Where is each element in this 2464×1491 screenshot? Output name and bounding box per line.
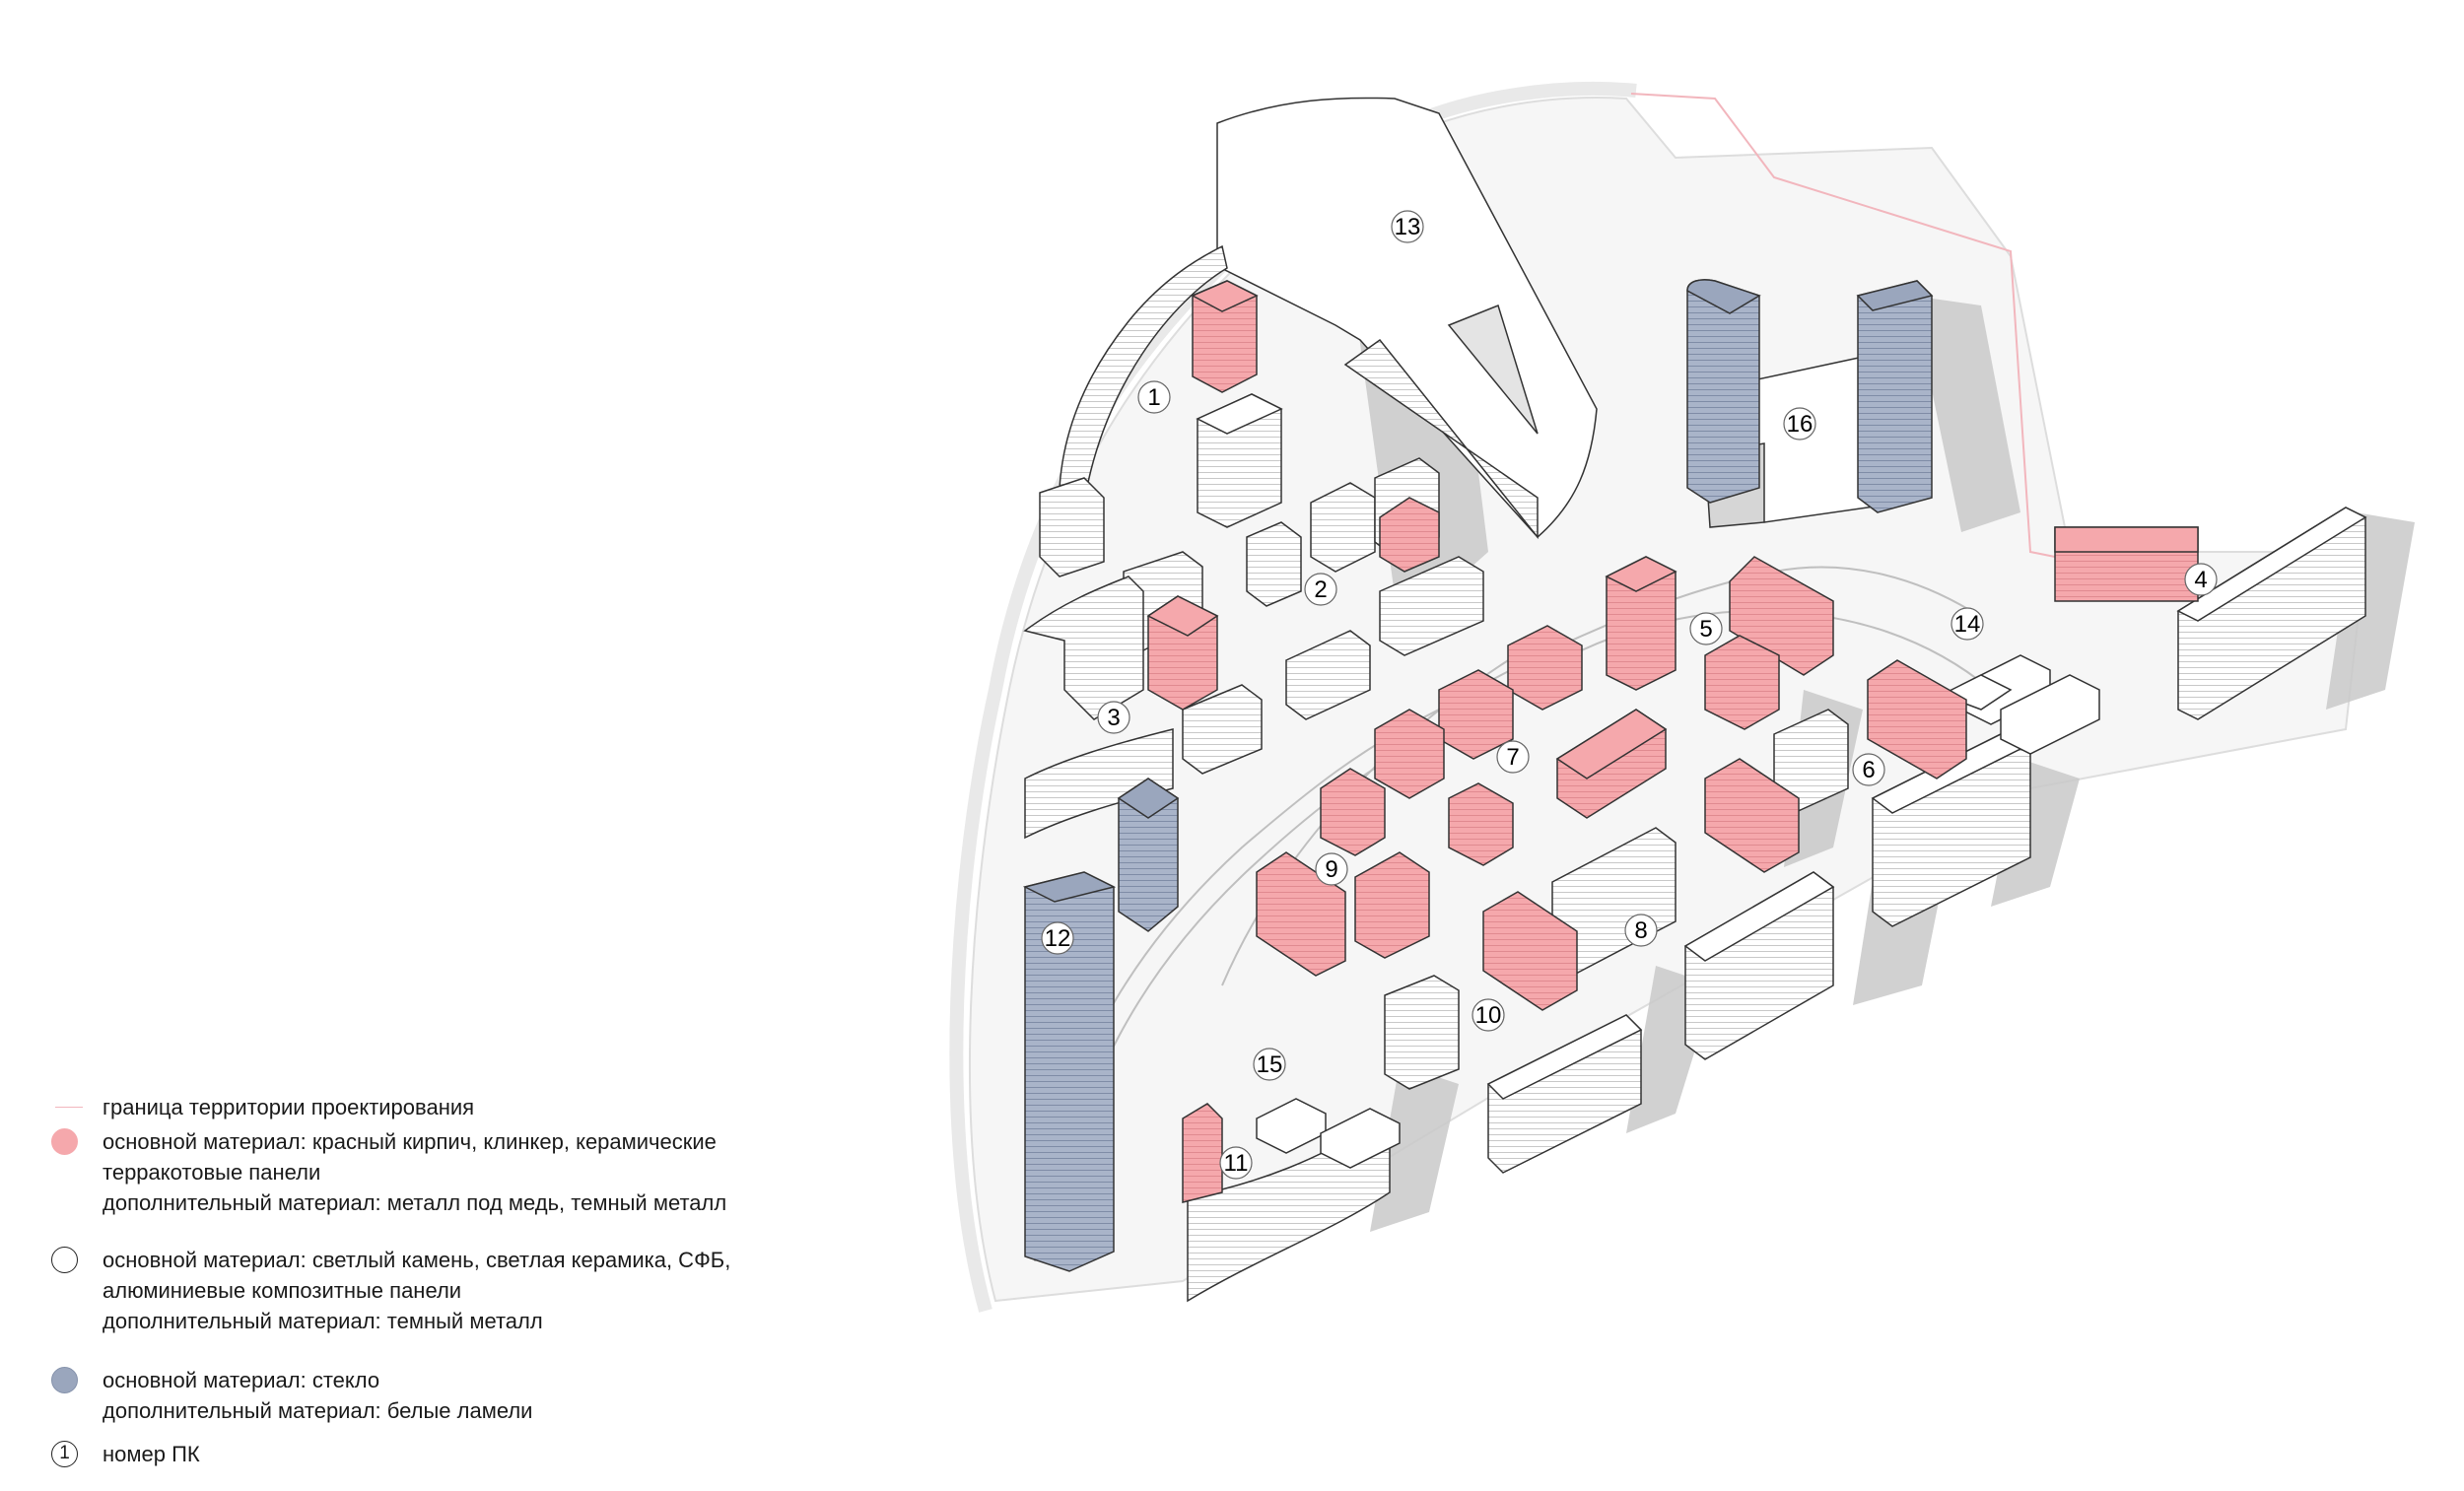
plot-label-8: 8 bbox=[1624, 914, 1658, 947]
legend-text-red: основной материал: красный кирпич, клинк… bbox=[103, 1126, 726, 1218]
plot-label-text-8: 8 bbox=[1634, 917, 1647, 944]
plot-label-15: 15 bbox=[1253, 1048, 1286, 1081]
plot-label-text-3: 3 bbox=[1107, 705, 1120, 731]
legend-red-line-2: терракотовые панели bbox=[103, 1160, 321, 1185]
plot-label-1: 1 bbox=[1137, 380, 1171, 414]
plot-number-labels: 1 2 3 4 5 6 7 8 9 10 11 12 13 14 15 16 bbox=[1041, 210, 2218, 1180]
legend-text-glass: основной материал: стекло дополнительный… bbox=[103, 1365, 532, 1426]
legend-text-white: основной материал: светлый камень, светл… bbox=[103, 1245, 730, 1336]
legend-text-number: номер ПК bbox=[103, 1439, 200, 1469]
legend-white-line-1: основной материал: светлый камень, светл… bbox=[103, 1248, 731, 1272]
plot-label-2: 2 bbox=[1304, 573, 1337, 606]
legend-red-line-1: основной материал: красный кирпич, клинк… bbox=[103, 1129, 717, 1154]
plot-label-text-16: 16 bbox=[1787, 411, 1814, 438]
plot-label-text-4: 4 bbox=[2194, 567, 2207, 593]
legend-number-line-1: номер ПК bbox=[103, 1442, 200, 1466]
plot-label-text-11: 11 bbox=[1224, 1150, 1249, 1177]
legend-item-plot-number: 1 номер ПК bbox=[51, 1439, 200, 1469]
plot-label-text-13: 13 bbox=[1395, 214, 1421, 240]
red-buildings bbox=[1146, 280, 2199, 1203]
plot-label-text-2: 2 bbox=[1314, 576, 1327, 603]
legend-white-line-3: дополнительный материал: темный металл bbox=[103, 1309, 543, 1333]
plot-label-text-1: 1 bbox=[1147, 384, 1160, 411]
plot-label-6: 6 bbox=[1852, 753, 1885, 786]
plot-label-text-9: 9 bbox=[1325, 856, 1337, 883]
plot-label-text-14: 14 bbox=[1954, 611, 1981, 638]
legend-glass-line-1: основной материал: стекло bbox=[103, 1368, 380, 1392]
plot-label-11: 11 bbox=[1219, 1146, 1253, 1180]
plot-label-4: 4 bbox=[2184, 563, 2218, 596]
legend-item-red-material: основной материал: красный кирпич, клинк… bbox=[51, 1126, 726, 1218]
plot-label-9: 9 bbox=[1315, 852, 1348, 886]
plot-label-text-10: 10 bbox=[1475, 1002, 1502, 1029]
project-boundary-line bbox=[1630, 93, 2081, 563]
legend-white-line-2: алюминиевые композитные панели bbox=[103, 1278, 462, 1303]
plot-label-12: 12 bbox=[1041, 921, 1074, 955]
plot-label-text-15: 15 bbox=[1257, 1051, 1283, 1078]
plot-label-text-7: 7 bbox=[1506, 744, 1519, 771]
plot-label-text-12: 12 bbox=[1045, 925, 1071, 952]
legend-item-boundary: граница территории проектирования bbox=[51, 1092, 474, 1122]
white-material-swatch bbox=[51, 1247, 78, 1273]
plot-label-13: 13 bbox=[1391, 210, 1424, 243]
plot-number-swatch: 1 bbox=[51, 1441, 78, 1467]
plot-label-14: 14 bbox=[1951, 607, 1984, 641]
plot-label-10: 10 bbox=[1472, 998, 1505, 1032]
legend-glass-line-2: дополнительный материал: белые ламели bbox=[103, 1398, 533, 1423]
red-material-swatch bbox=[51, 1128, 78, 1155]
boundary-line-swatch bbox=[55, 1107, 83, 1108]
plot-label-5: 5 bbox=[1689, 612, 1723, 645]
legend-item-glass-material: основной материал: стекло дополнительный… bbox=[51, 1365, 532, 1426]
plot-label-7: 7 bbox=[1496, 740, 1530, 774]
legend-item-white-material: основной материал: светлый камень, светл… bbox=[51, 1245, 730, 1336]
plot-label-16: 16 bbox=[1783, 407, 1816, 441]
glass-material-swatch bbox=[51, 1367, 78, 1393]
legend-text-boundary: граница территории проектирования bbox=[103, 1092, 474, 1122]
plot-label-3: 3 bbox=[1097, 701, 1130, 734]
legend-boundary-line-1: граница территории проектирования bbox=[103, 1095, 475, 1119]
plot-label-text-5: 5 bbox=[1699, 616, 1712, 643]
plot-label-text-6: 6 bbox=[1862, 757, 1875, 783]
legend-red-line-3: дополнительный материал: металл под медь… bbox=[103, 1190, 727, 1215]
glass-buildings bbox=[1022, 279, 1934, 1272]
